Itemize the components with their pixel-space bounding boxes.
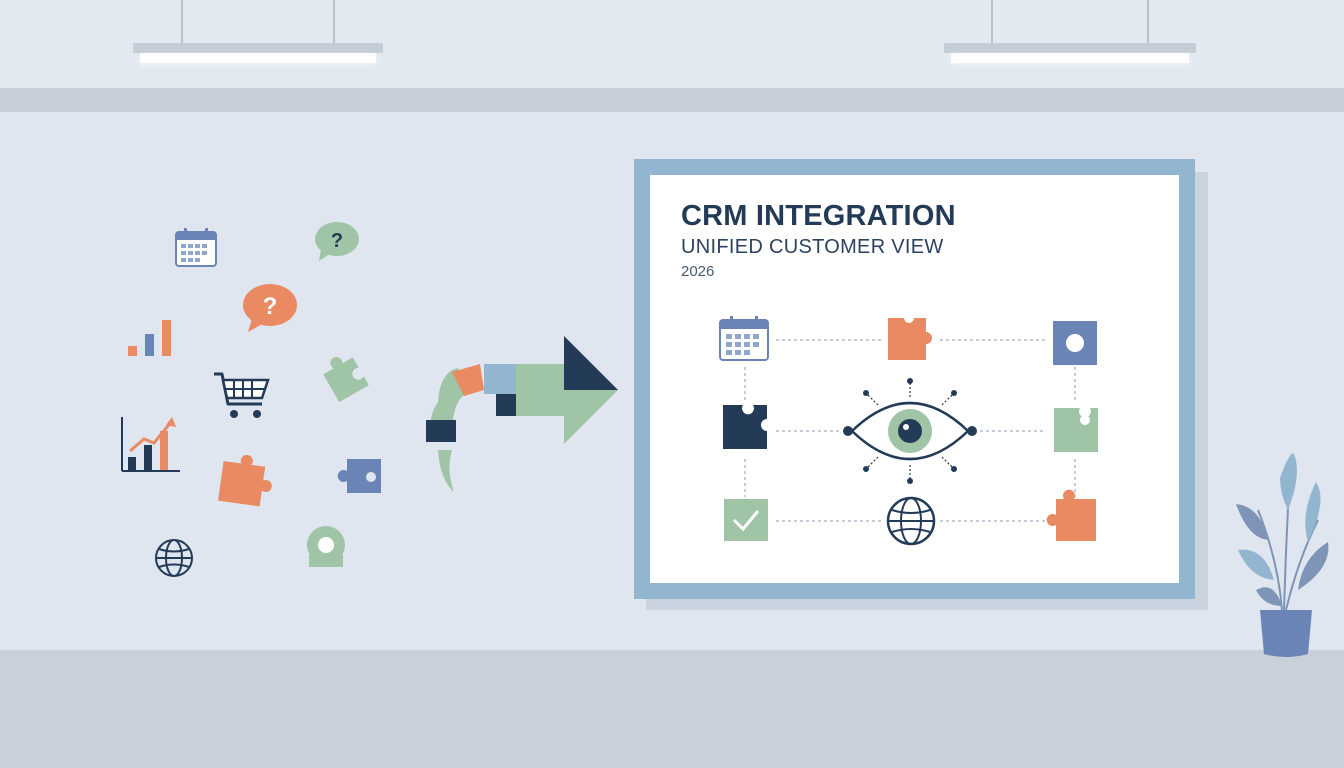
transition-arrow — [426, 336, 618, 492]
puzzle-piece-icon — [1054, 408, 1098, 452]
ceiling-band — [0, 88, 1344, 112]
globe-icon — [155, 539, 193, 577]
puzzle-piece-icon — [888, 318, 932, 360]
calendar-icon — [175, 228, 217, 267]
puzzle-piece-icon — [218, 454, 272, 507]
speech-bubble-question-icon: ? — [315, 222, 359, 261]
potted-plant — [1236, 453, 1329, 657]
line-chart-icon — [121, 417, 180, 472]
globe-icon — [886, 496, 936, 546]
connector-lines — [744, 339, 1076, 522]
svg-text:?: ? — [263, 293, 278, 320]
board-title: CRM INTEGRATION — [681, 200, 956, 232]
board-year: 2026 — [681, 263, 715, 280]
puzzle-piece-icon — [723, 405, 767, 449]
integration-diagram — [719, 316, 1098, 546]
calendar-icon — [719, 316, 769, 361]
circle-tile-icon — [1053, 321, 1097, 365]
speech-bubble-question-icon: ? — [243, 284, 297, 332]
board-subtitle: UNIFIED CUSTOMER VIEW — [681, 236, 944, 258]
puzzle-piece-icon — [323, 357, 369, 403]
eye-icon — [843, 378, 977, 484]
floor — [0, 650, 1344, 768]
bar-chart-icon — [128, 320, 171, 356]
checkmark-icon — [724, 499, 768, 541]
puzzle-piece-icon — [1046, 489, 1096, 541]
location-pin-icon — [307, 526, 345, 567]
puzzle-piece-icon — [337, 459, 381, 493]
svg-text:?: ? — [331, 230, 343, 252]
shopping-cart-icon — [214, 372, 270, 418]
